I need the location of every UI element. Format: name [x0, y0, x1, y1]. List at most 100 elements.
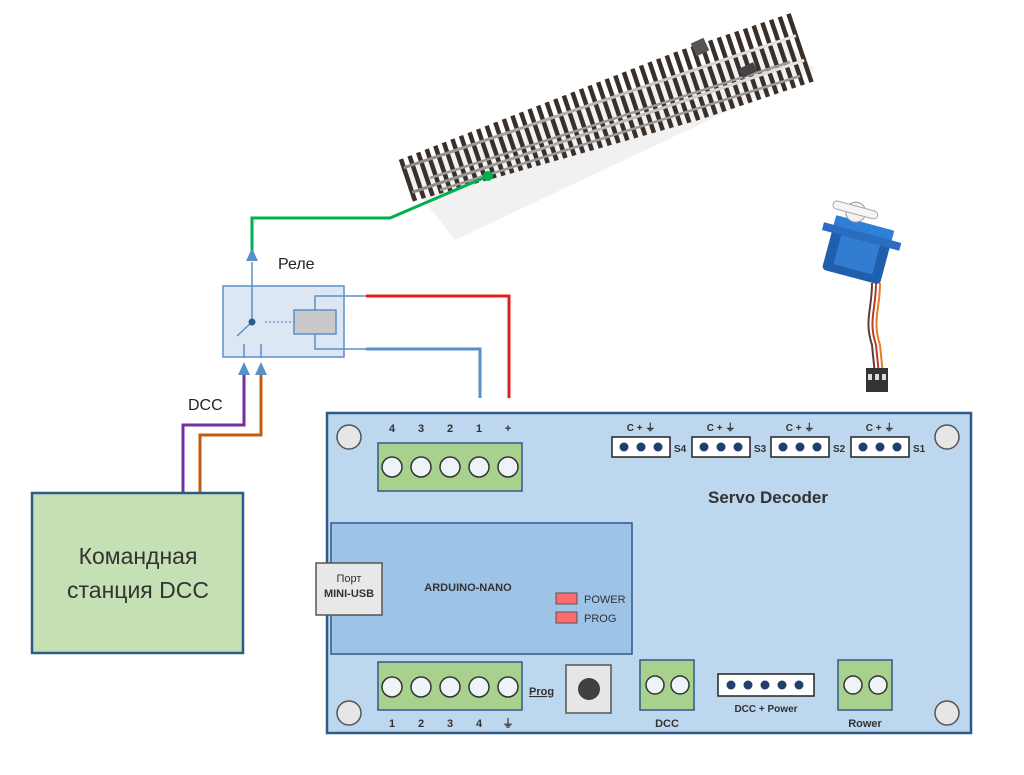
command-station: Командная станция DCC — [30, 491, 245, 655]
mount-hole-bl — [336, 700, 362, 726]
terminal-screw — [381, 676, 403, 698]
servo-header-name: S4 — [674, 444, 687, 455]
power-terminal-label: Rower — [848, 718, 882, 730]
prog-button[interactable] — [565, 664, 612, 714]
header-pin — [619, 442, 629, 452]
track-sleeper — [407, 155, 427, 200]
board-title: Servo Decoder — [708, 488, 828, 507]
dcc-power-header-label: DCC + Power — [734, 704, 797, 715]
terminal-label: 2 — [447, 423, 453, 435]
track-sleeper — [398, 158, 418, 202]
header-pin — [858, 442, 868, 452]
header-pin — [636, 442, 646, 452]
terminal-screw — [468, 676, 490, 698]
track-sleeper — [458, 135, 480, 184]
header-pin — [743, 680, 753, 690]
header-pin — [653, 442, 663, 452]
purple-wire — [181, 374, 246, 493]
header-pin — [875, 442, 885, 452]
track-sleeper — [786, 13, 814, 83]
servo-header-s3: C + ⏚S3 — [691, 422, 767, 458]
usb-port-line1: Порт — [337, 573, 362, 585]
track-rail-diverging — [429, 60, 791, 180]
header-pin — [794, 680, 804, 690]
relay-coil — [293, 309, 337, 335]
relay-block — [222, 262, 366, 358]
terminal-label: 1 — [389, 718, 395, 730]
dcc-power-header: DCC + Power — [717, 673, 815, 715]
header-pin — [760, 680, 770, 690]
track-sleeper — [475, 128, 497, 179]
command-station-line1: Командная — [79, 543, 198, 569]
header-pin — [812, 442, 822, 452]
terminal-screw — [410, 456, 432, 478]
track-sleeper — [777, 16, 805, 86]
servo-headers: C + ⏚S4C + ⏚S3C + ⏚S2C + ⏚S1 — [611, 422, 926, 458]
relay-label: Реле — [278, 256, 315, 273]
track-sleeper — [415, 151, 435, 197]
track-sleeper — [561, 94, 586, 154]
header-pin — [699, 442, 709, 452]
arrows — [238, 248, 267, 375]
terminal-label: 3 — [418, 423, 424, 435]
header-pin — [892, 442, 902, 452]
track-sleeper — [587, 84, 612, 147]
track-sleeper — [518, 111, 542, 167]
track-sleeper — [742, 27, 771, 98]
red-wire — [366, 294, 511, 398]
track-sleeper — [768, 19, 797, 89]
track-sleeper — [433, 145, 453, 192]
prog-led — [555, 611, 578, 624]
dcc-terminal: DCC — [639, 659, 695, 730]
terminal-label: 2 — [418, 718, 424, 730]
header-pin — [777, 680, 787, 690]
wires — [181, 171, 511, 493]
header-pin — [733, 442, 743, 452]
terminal-screw — [497, 456, 519, 478]
power-led — [555, 592, 578, 605]
track-sleeper — [613, 74, 639, 139]
power-terminal: Rower — [837, 659, 893, 730]
header-pin — [716, 442, 726, 452]
bottom-terminal-block: 1 2 3 4 ⏚ — [377, 661, 523, 730]
relay-pivot — [248, 318, 256, 326]
terminal-screw — [410, 676, 432, 698]
servo-header-s4: C + ⏚ S4 — [611, 422, 687, 458]
header-pin — [778, 442, 788, 452]
arrow-up-output — [246, 248, 258, 261]
terminal-screw — [439, 676, 461, 698]
arduino-label: ARDUINO-NANO — [424, 582, 512, 594]
track-sleeper — [544, 101, 568, 159]
track-sleeper — [536, 104, 559, 162]
terminal-label: 3 — [447, 718, 453, 730]
terminal-label: + — [505, 423, 511, 435]
track-sleeper — [484, 124, 506, 177]
track-sleeper — [760, 21, 788, 92]
terminal-screw — [439, 456, 461, 478]
arrow-up-dcc-1 — [238, 362, 250, 375]
prog-led-label: PROG — [584, 613, 616, 625]
track-sleeper — [725, 33, 753, 104]
dcc-terminal-label: DCC — [655, 718, 679, 730]
usb-port-line2: MINI-USB — [324, 588, 374, 600]
green-wire — [250, 174, 489, 258]
terminal-label: ⏚ — [503, 717, 514, 730]
servo-header-pins: C + ⏚ — [627, 422, 656, 434]
track-sleeper — [510, 114, 533, 169]
dcc-input-label: DCC — [188, 397, 223, 414]
track-sleeper — [441, 141, 462, 189]
terminal-label: 4 — [476, 718, 483, 730]
track-rail — [403, 34, 797, 170]
terminal-label: 4 — [389, 423, 396, 435]
track-sleeper — [578, 88, 604, 149]
servo-header-s2: C + ⏚S2 — [770, 422, 846, 458]
track-sleeper — [570, 91, 595, 152]
blue-wire — [366, 347, 482, 398]
terminal-screw — [468, 456, 490, 478]
mount-hole-tr — [934, 424, 960, 450]
prog-button-label: Prog — [529, 686, 554, 698]
track-sleeper — [596, 81, 621, 144]
track-sleeper — [493, 121, 515, 174]
